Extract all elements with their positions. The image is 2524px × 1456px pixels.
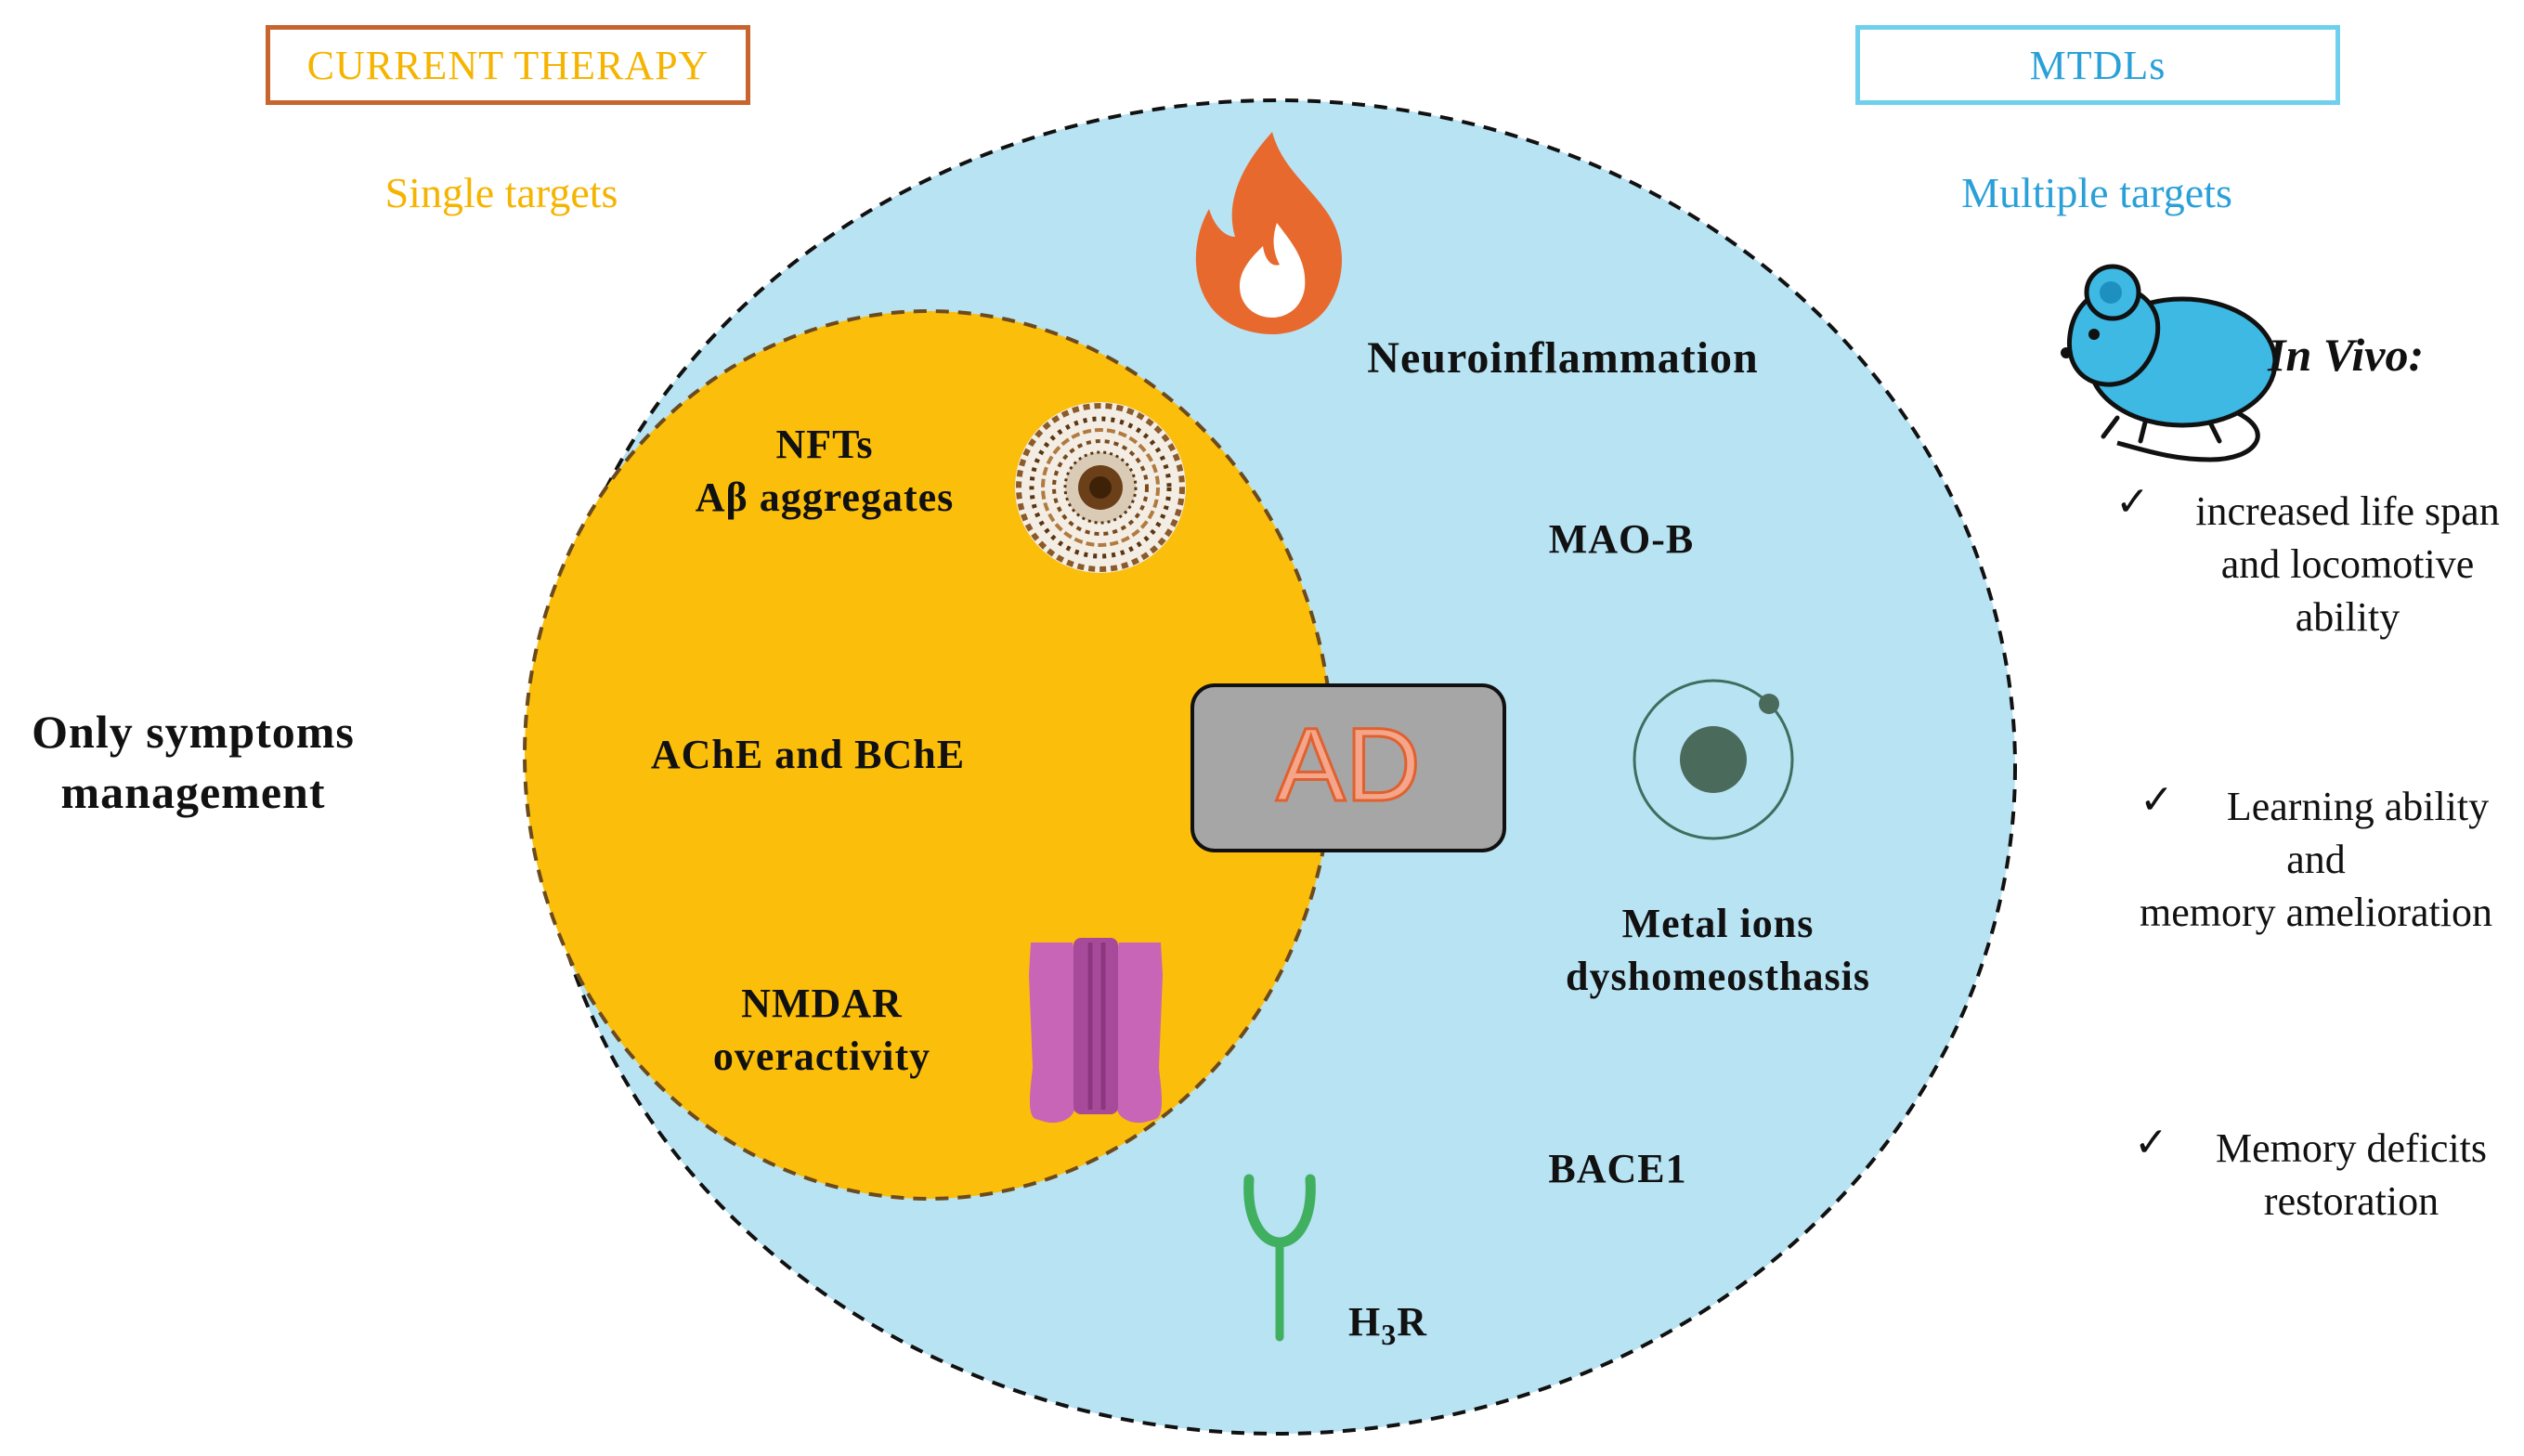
- metal-line-2: dyshomeosthasis: [1566, 954, 1870, 1000]
- item-1-line-1: increased life span: [2195, 488, 2500, 534]
- y-receptor-icon: [1243, 1174, 1316, 1342]
- nmdar-line-1: NMDAR: [741, 981, 903, 1026]
- in-vivo-title: In Vivo:: [2268, 329, 2425, 381]
- symptoms-note-line-2: management: [60, 766, 326, 818]
- ache-label: AChE and BChE: [650, 732, 966, 777]
- mouse-icon: [2061, 264, 2278, 462]
- bace1-label: BACE1: [1548, 1146, 1687, 1191]
- h3r-tail: R: [1397, 1299, 1428, 1345]
- h3r-sub: 3: [1381, 1317, 1398, 1351]
- metal-line-1: Metal ions: [1621, 901, 1815, 946]
- current-therapy-label: CURRENT THERAPY: [306, 42, 709, 88]
- nfts-line-2: Aβ aggregates: [695, 474, 955, 521]
- item-2-line-3: memory amelioration: [2140, 890, 2492, 936]
- symptoms-note-line-1: Only symptoms: [32, 706, 355, 758]
- maob-label: MAO-B: [1548, 516, 1695, 562]
- fire-icon: [1195, 132, 1342, 334]
- mtdls-box: MTDLs: [1855, 25, 2340, 105]
- nfts-line-1: NFTs: [775, 422, 874, 467]
- nfts-label: NFTs Aβ aggregates: [696, 418, 955, 524]
- metal-ions-label: Metal ions dyshomeosthasis: [1566, 897, 1870, 1003]
- symptoms-note: Only symptoms management: [32, 702, 355, 823]
- current-therapy-box: CURRENT THERAPY: [266, 25, 750, 105]
- item-1-line-2: and locomotive: [2220, 541, 2475, 588]
- neuroinflammation-label: Neuroinflammation: [1367, 333, 1759, 383]
- item-2-line-2: and: [2286, 837, 2346, 883]
- nmdar-line-2: overactivity: [712, 1034, 931, 1080]
- item-2-line-1: Learning ability: [2226, 784, 2490, 829]
- metal-ion-icon: [1633, 679, 1794, 840]
- h3r-label: H3R: [1348, 1295, 1427, 1354]
- fibril-aggregate-icon: [1015, 402, 1186, 573]
- in-vivo-item-2: Learning ability and memory amelioration: [2140, 780, 2492, 940]
- in-vivo-item-1: increased life span and locomotive abili…: [2195, 485, 2499, 644]
- nmdar-label: NMDAR overactivity: [713, 977, 930, 1083]
- receptor-channel-icon: [1029, 938, 1163, 1124]
- mtdls-label: MTDLs: [2029, 42, 2166, 88]
- multiple-targets-label: Multiple targets: [1961, 169, 2232, 216]
- check-icon: ✓: [2134, 1120, 2168, 1165]
- item-1-line-3: ability: [2295, 594, 2400, 641]
- ad-box: [1190, 683, 1506, 852]
- single-targets-label: Single targets: [384, 169, 618, 216]
- item-3-line-2: restoration: [2263, 1178, 2439, 1225]
- check-icon: ✓: [2115, 479, 2150, 525]
- ad-label: AD: [1275, 706, 1423, 825]
- item-3-line-1: Memory deficits: [2215, 1125, 2488, 1171]
- in-vivo-item-3: Memory deficits restoration: [2216, 1122, 2487, 1228]
- check-icon: ✓: [2140, 777, 2174, 823]
- h3r-main: H: [1348, 1299, 1382, 1345]
